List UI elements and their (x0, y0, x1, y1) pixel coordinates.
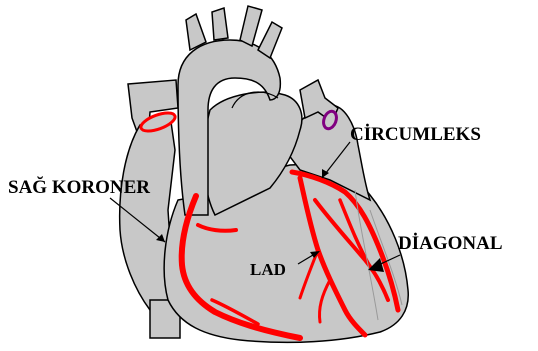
right-coronary-label: SAĞ KORONER (8, 176, 150, 198)
lad-label: LAD (250, 260, 286, 279)
left-subclavian-artery (240, 6, 262, 46)
left-carotid-artery (212, 8, 228, 40)
aortic-branch-extra (258, 22, 282, 58)
circumflex-label: CİRCUMLEKS (350, 124, 481, 145)
diagonal-label: DİAGONAL (398, 233, 503, 254)
